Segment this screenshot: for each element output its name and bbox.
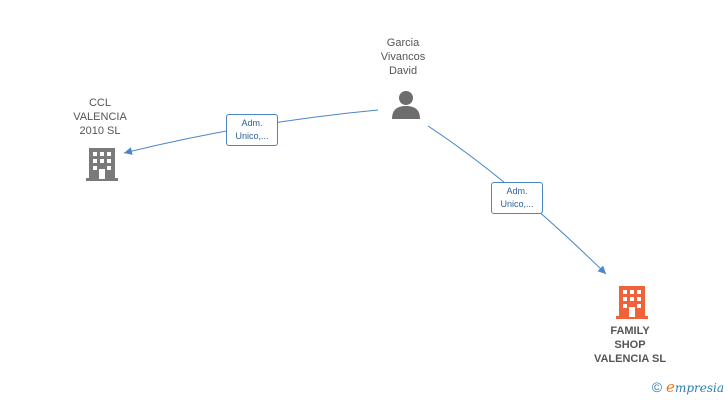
edge-role-label[interactable]: Adm. Unico,... <box>226 114 278 146</box>
empresia-brand[interactable]: © empresia <box>652 378 724 396</box>
company-family-shop-name-label: FAMILY SHOP VALENCIA SL <box>593 325 667 365</box>
building-icon[interactable] <box>86 147 118 181</box>
person-icon[interactable] <box>391 90 421 120</box>
highlighted-building-icon[interactable] <box>616 285 648 319</box>
edge-role-label[interactable]: Adm. Unico,... <box>491 182 543 214</box>
copyright-icon: © <box>651 379 663 395</box>
person-name-label: Garcia Vivancos David <box>380 37 426 77</box>
brand-e-letter: e <box>666 378 675 396</box>
brand-word: mpresia <box>674 381 724 395</box>
company-ccl-name-label: CCL VALENCIA 2010 SL <box>73 97 127 137</box>
